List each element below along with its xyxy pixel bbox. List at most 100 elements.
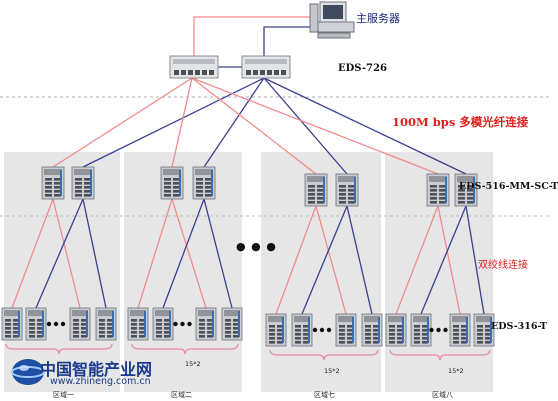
access-switch-2-4-port: [225, 335, 231, 338]
access-switch-2-1-port: [131, 331, 137, 334]
aggregation-switch-4-1-port: [439, 197, 446, 200]
access-switch-3-4: [361, 313, 383, 347]
aggregation-switch-2-2-port: [196, 178, 203, 181]
access-switch-3-2-port: [295, 341, 301, 344]
access-switch-3-3-port: [339, 333, 345, 336]
aggregation-switch-1-1-port: [54, 194, 61, 197]
access-switch-1-1: [1, 307, 23, 341]
access-switch-1-3-port: [81, 327, 87, 330]
access-switch-3-1-port: [269, 333, 275, 336]
aggregation-switch-1-2-port: [75, 178, 82, 181]
aggregation-switch-1-2-top: [74, 169, 92, 175]
access-switch-1-2-port: [37, 331, 43, 334]
aggregation-switch-4-2: [454, 173, 478, 207]
access-switch-1-2-port: [29, 319, 35, 322]
access-switch-3-4-port: [373, 333, 379, 336]
access-switch-1-1-port: [5, 335, 11, 338]
zone-label-3: 区域七: [314, 391, 335, 399]
access-switch-1-1-port: [13, 319, 19, 322]
aggregation-switch-2-1-port: [173, 178, 180, 181]
access-switch-3-1-port: [277, 337, 283, 340]
core-switch-2: [241, 55, 291, 79]
access-switch-2-2-port: [156, 335, 162, 338]
tp-blue-2-b: [203, 198, 233, 309]
access-switch-3-3-port: [339, 325, 345, 328]
access-switch-1-1-port: [13, 335, 19, 338]
zone-brace-3: [269, 349, 379, 361]
access-switch-3-3-port: [347, 329, 353, 332]
access-switch-1-3: [69, 307, 91, 341]
aggregation-switch-1-1: [41, 166, 65, 200]
core-switch-1-port: [209, 70, 214, 75]
aggregation-switch-4-2-led: [473, 177, 475, 203]
access-switch-3-4-port: [373, 329, 379, 332]
access-switch-3-2-port: [303, 337, 309, 340]
access-switch-4-3-port: [453, 341, 459, 344]
aggregation-switch-3-1-port: [308, 193, 315, 196]
aggregation-switch-2-2-port: [196, 182, 203, 185]
access-switch-4-4-top: [476, 316, 492, 322]
access-switch-2-1-port: [139, 319, 145, 322]
core-switch-2-port: [253, 70, 258, 75]
aggregation-switch-2-1-port: [173, 194, 180, 197]
access-switch-2-3-port: [207, 335, 213, 338]
access-ellipsis-dot-3-3: [326, 327, 332, 333]
access-switch-3-1-led: [282, 317, 284, 343]
access-switch-2-2: [152, 307, 174, 341]
access-switch-3-3-port: [339, 337, 345, 340]
access-switch-1-1-port: [13, 331, 19, 334]
access-switch-1-4-port: [107, 319, 113, 322]
access-switch-2-4-port: [233, 331, 239, 334]
access-ellipsis-dot-1-1: [46, 321, 52, 327]
access-switch-2-1-port: [139, 323, 145, 326]
aggregation-switch-1-1-port: [54, 178, 61, 181]
access-switch-4-1-port: [389, 329, 395, 332]
access-switch-4-3-led: [466, 317, 468, 343]
access-switch-2-3-port: [199, 335, 205, 338]
access-switch-4-2-port: [422, 333, 428, 336]
tp-red-1-a: [11, 198, 54, 309]
tp-blue-1-a: [35, 198, 84, 309]
access-switch-2-2-port: [156, 319, 162, 322]
access-switch-1-1-led: [18, 311, 20, 337]
access-switch-4-2-port: [422, 341, 428, 344]
aggregation-switch-3-1: [304, 173, 328, 207]
aggregation-switch-1-2: [71, 166, 95, 200]
keyboard: [317, 32, 351, 39]
access-switch-4-2-led: [427, 317, 429, 343]
access-switch-2-4-port: [233, 327, 239, 330]
access-switch-3-4-port: [373, 341, 379, 344]
access-switch-3-1-port: [277, 325, 283, 328]
access-switch-4-4-port: [477, 333, 483, 336]
aggregation-switch-2-2-top: [195, 169, 213, 175]
access-switch-2-2-port: [164, 319, 170, 322]
aggregation-switch-4-2-port: [467, 197, 474, 200]
access-switch-1-1-port: [5, 331, 11, 334]
access-switch-3-1: [265, 313, 287, 347]
core-switch-2-top: [245, 59, 287, 64]
aggregation-switch-4-2-port: [458, 201, 465, 204]
aggregation-switch-4-2-port: [458, 189, 465, 192]
aggregation-switch-2-2-port: [196, 194, 203, 197]
aggregation-switch-3-2-port: [339, 201, 346, 204]
access-switch-1-1-port: [5, 323, 11, 326]
access-switch-3-3-port: [339, 329, 345, 332]
aggregation-switch-2-1: [160, 166, 184, 200]
access-switch-1-4-port: [107, 331, 113, 334]
core-switch-2-port: [274, 70, 279, 75]
access-switch-2-3-port: [199, 323, 205, 326]
aggregation-switch-4-1-port: [430, 193, 437, 196]
aggregation-switch-3-1-port: [308, 185, 315, 188]
zone-braces: [5, 343, 491, 361]
aggregation-switch-1-1-port: [54, 182, 61, 185]
omitted-zones-dots: ● ● ●: [236, 240, 277, 253]
aggregation-switch-4-2-port: [467, 189, 474, 192]
link-lines: [11, 16, 485, 315]
fiber-link-red-3: [191, 77, 317, 175]
access-switch-4-4-port: [485, 337, 491, 340]
tp-blue-1-b: [82, 198, 107, 309]
access-switch-1-3-port: [81, 323, 87, 326]
access-switch-4-1-port: [397, 333, 403, 336]
access-switch-2-2-led: [169, 311, 171, 337]
